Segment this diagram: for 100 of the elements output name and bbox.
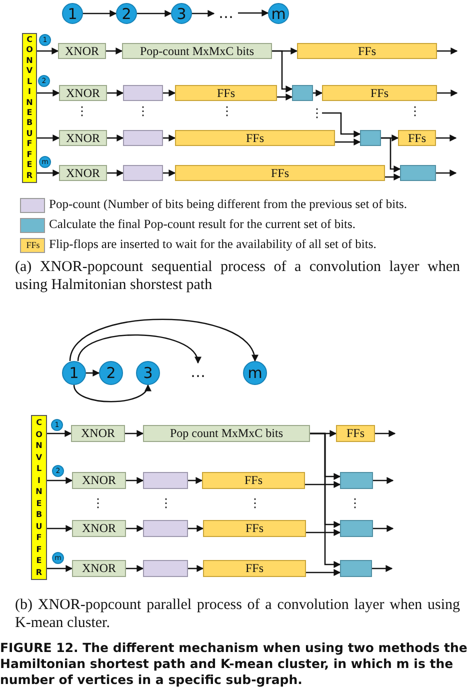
process-box: XNOR xyxy=(72,560,126,577)
final-popcount-box xyxy=(340,520,373,537)
arrow xyxy=(385,174,401,180)
vertical-ellipsis: ⋮ xyxy=(137,104,145,118)
arrow xyxy=(37,48,59,54)
flip-flop-box: FFs xyxy=(175,85,277,101)
arrow xyxy=(47,477,73,484)
arrow xyxy=(277,94,293,100)
popcount-box xyxy=(143,520,188,537)
popcount-box xyxy=(123,165,163,181)
process-box: XNOR xyxy=(72,472,126,489)
arrow xyxy=(436,134,457,142)
arrow xyxy=(238,10,269,16)
flip-flop-box: FFs xyxy=(297,43,437,59)
arrow xyxy=(272,50,293,92)
popcount-box xyxy=(123,85,163,101)
final-popcount-box xyxy=(360,130,381,146)
process-box: Pop count MxMxC bits xyxy=(143,425,310,442)
arrow xyxy=(188,525,204,532)
vertex-circle: 2 xyxy=(116,3,137,24)
line-buffer-bar: CONVLINEBUFFER xyxy=(22,33,37,183)
vertex-circle: 2 xyxy=(99,361,123,385)
process-box: XNOR xyxy=(58,43,106,59)
process-box: Pop-count MxMxC bits xyxy=(122,43,272,59)
arrow xyxy=(126,565,144,572)
legend-text: Pop-count (Number of bits being different from the previous set of bits. xyxy=(49,197,408,212)
arrow xyxy=(86,370,100,376)
arrow xyxy=(37,90,60,96)
vertex-circle: m xyxy=(268,3,289,24)
ellipsis: … xyxy=(186,363,210,381)
figure-caption: FIGURE 12. The different mechanism when using two methods the Hamiltonian shortest path and K-mean cluster, in which m is the number of vertices in a specific sub-graph. xyxy=(0,640,468,688)
arrow xyxy=(310,432,341,568)
vertex-circle: 1 xyxy=(62,3,83,24)
arrow xyxy=(335,138,361,146)
vertical-ellipsis: ⋮ xyxy=(221,104,229,118)
final-popcount-box xyxy=(400,165,436,181)
arrow xyxy=(372,565,393,572)
popcount-box xyxy=(123,130,163,146)
legend-text: Calculate the final Pop-count result for the current set of bits. xyxy=(49,217,357,232)
arrow xyxy=(77,334,200,364)
vertex-circle: 1 xyxy=(62,361,86,385)
arrow xyxy=(47,565,73,572)
flip-flop-box: FFs xyxy=(202,472,305,489)
arrow xyxy=(107,90,124,96)
arrow xyxy=(305,481,341,488)
arrow xyxy=(163,170,176,176)
final-popcount-box xyxy=(340,472,373,489)
arrow xyxy=(37,134,60,142)
arrow xyxy=(69,318,257,362)
subfigure-caption: (b) XNOR-popcount parallel process of a convolution layer when using K-mean cluster. xyxy=(15,596,460,632)
arrow xyxy=(37,170,60,176)
arrow xyxy=(373,477,394,484)
ellipsis: … xyxy=(214,4,238,22)
arrow xyxy=(163,134,176,142)
popcount-box xyxy=(143,560,188,577)
arrow xyxy=(306,569,341,576)
arrow xyxy=(188,477,203,484)
arrow xyxy=(322,112,361,138)
arrow xyxy=(381,137,401,172)
process-box: XNOR xyxy=(59,85,107,101)
final-popcount-box xyxy=(292,85,313,101)
process-box: XNOR xyxy=(71,425,125,442)
arrow xyxy=(125,430,144,437)
arrow xyxy=(106,48,123,54)
arrow xyxy=(192,10,215,17)
legend-text: Flip-flops are inserted to wait for the availability of all set of bits. xyxy=(49,237,378,252)
final-popcount-box xyxy=(340,560,372,577)
process-box: XNOR xyxy=(59,130,107,146)
arrow xyxy=(47,525,73,532)
flip-flop-box: FFs xyxy=(203,520,306,537)
arrow xyxy=(83,10,117,17)
arrow xyxy=(73,384,150,402)
vertex-circle: m xyxy=(243,361,267,385)
arrow xyxy=(436,170,457,176)
arrow xyxy=(373,525,394,532)
arrow xyxy=(306,529,341,536)
line-buffer-bar: CONVLINEBUFFER xyxy=(31,415,47,580)
subfigure-caption: (a) XNOR-popcount sequential process of a convolution layer when using Halmitonian shorstest path xyxy=(15,258,460,294)
flip-flop-box: FFs xyxy=(398,130,436,146)
flip-flop-box: FFs xyxy=(336,425,375,442)
vertical-ellipsis: ⋮ xyxy=(76,104,84,118)
flip-flop-box: FFs xyxy=(175,130,335,146)
vertical-ellipsis: ⋮ xyxy=(349,496,357,510)
flip-flop-box: FFs xyxy=(203,560,306,577)
popcount-box xyxy=(143,472,188,489)
arrow xyxy=(137,10,172,17)
arrow xyxy=(126,525,144,532)
arrow xyxy=(375,430,396,437)
arrow xyxy=(163,90,176,96)
flip-flop-box: FFs xyxy=(175,165,385,181)
arrow xyxy=(126,477,144,484)
process-box: XNOR xyxy=(72,520,126,537)
arrow xyxy=(437,48,458,54)
vertical-ellipsis: ⋮ xyxy=(409,104,417,118)
arrow xyxy=(107,134,124,142)
process-box: XNOR xyxy=(59,165,107,181)
vertical-ellipsis: ⋮ xyxy=(92,496,100,510)
vertex-circle: 3 xyxy=(136,361,160,385)
vertical-ellipsis: ⋮ xyxy=(312,104,322,122)
arrow xyxy=(107,170,124,176)
